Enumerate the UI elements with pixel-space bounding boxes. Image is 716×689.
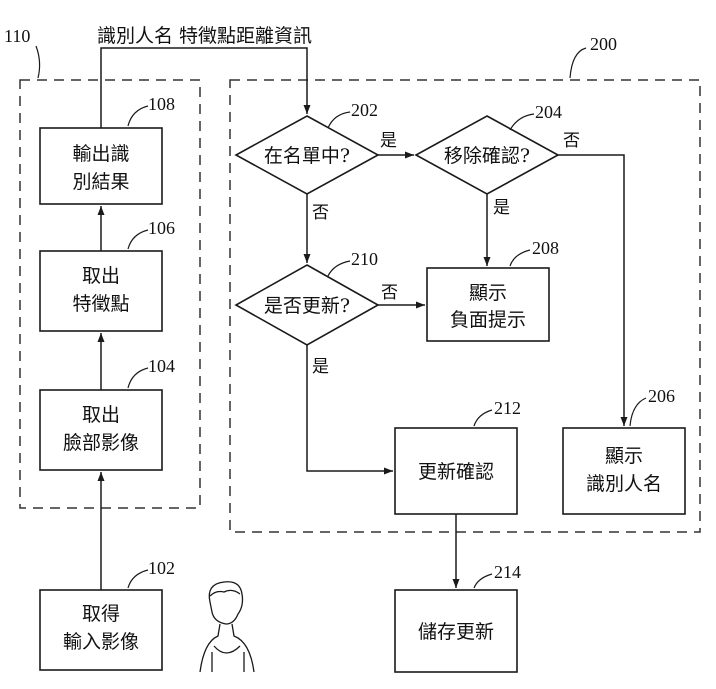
box-102-line2: 輸入影像 — [63, 631, 139, 653]
person-right-shoulder — [231, 623, 255, 673]
ref-200: 200 — [590, 34, 617, 54]
box-108-line1: 輸出識 — [72, 143, 129, 165]
label-202-yes: 是 — [380, 131, 397, 151]
ref-214: 214 — [494, 562, 521, 582]
label-210-yes: 是 — [312, 357, 329, 377]
label-210-no: 否 — [381, 283, 398, 303]
leader-202 — [327, 111, 351, 129]
leader-210 — [327, 260, 351, 277]
box-208-line2: 負面提示 — [450, 309, 526, 331]
leader-204 — [509, 113, 535, 131]
box-206 — [562, 427, 686, 515]
label-204-no: 否 — [563, 131, 580, 151]
arrow-204-206-no — [558, 154, 628, 426]
box-108-line2: 別結果 — [72, 171, 129, 193]
person-left-shoulder — [199, 623, 221, 673]
box-212 — [394, 427, 518, 515]
ref-108: 108 — [148, 94, 175, 114]
box-102 — [39, 589, 163, 671]
box-104-line2: 臉部影像 — [63, 432, 139, 454]
leader-200 — [569, 47, 587, 79]
leader-208 — [509, 249, 531, 267]
leader-106 — [127, 229, 149, 250]
person-collar — [213, 645, 241, 654]
leader-110 — [35, 45, 41, 79]
ref-208: 208 — [532, 238, 559, 258]
ref-206: 206 — [648, 386, 675, 406]
box-212-line1: 更新確認 — [418, 461, 494, 483]
ref-104: 104 — [148, 356, 175, 376]
group-frame-200 — [229, 79, 701, 533]
ref-212: 212 — [494, 398, 521, 418]
box-106-line1: 取出 — [82, 265, 120, 287]
label-204-yes: 是 — [493, 198, 510, 218]
arrow-210-212-yes — [306, 345, 393, 475]
leader-104 — [127, 367, 149, 389]
box-214 — [394, 589, 518, 673]
box-102-line1: 取得 — [82, 603, 120, 625]
ref-202: 202 — [351, 100, 378, 120]
box-208-line1: 顯示 — [469, 282, 507, 304]
box-206-line2: 識別人名 — [586, 473, 662, 495]
person-hair — [209, 589, 241, 597]
leader-212 — [473, 409, 493, 427]
leader-206 — [629, 397, 647, 427]
person-illustration — [199, 581, 255, 673]
ref-106: 106 — [148, 218, 175, 238]
box-106 — [39, 250, 163, 332]
box-214-line1: 儲存更新 — [418, 621, 494, 643]
decision-204-label: 移除確認? — [444, 145, 530, 167]
box-106-line2: 特徵點 — [72, 293, 129, 315]
person-head — [208, 581, 244, 625]
box-108 — [39, 127, 163, 205]
person-torso — [211, 652, 245, 672]
ref-102: 102 — [148, 558, 175, 578]
top-label: 識別人名 特徵點距離資訊 — [97, 25, 312, 47]
label-202-no: 否 — [312, 203, 329, 223]
decision-210-label: 是否更新? — [264, 295, 350, 317]
ref-210: 210 — [351, 249, 378, 269]
ref-204: 204 — [535, 102, 562, 122]
box-206-line1: 顯示 — [605, 445, 643, 467]
box-208 — [426, 267, 550, 342]
leader-214 — [473, 573, 493, 589]
arrow-108-202 — [100, 47, 311, 128]
leader-102 — [127, 569, 149, 589]
group-frame-110 — [19, 79, 201, 509]
box-104 — [39, 389, 163, 471]
box-104-line1: 取出 — [82, 404, 120, 426]
ref-110: 110 — [4, 26, 30, 46]
decision-202-label: 在名單中? — [264, 145, 350, 167]
leader-108 — [127, 105, 149, 127]
